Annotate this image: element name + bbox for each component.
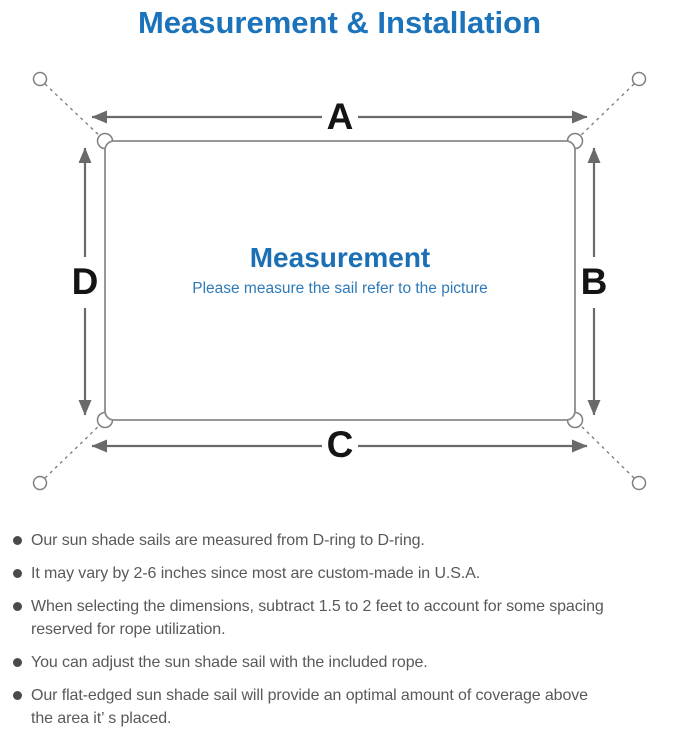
sail-outline [104, 140, 576, 421]
anchor-ring-bottom-left [32, 475, 48, 491]
bullet-icon [13, 536, 22, 545]
anchor-ring-bottom-right [631, 475, 647, 491]
page-header: Measurement & Installation [0, 0, 679, 60]
note-item: When selecting the dimensions, subtract … [12, 595, 671, 641]
dimension-label-b: B [581, 261, 608, 302]
rope-line-top-left [44, 83, 105, 141]
rope-line-bottom-right [575, 420, 635, 479]
anchor-ring-top-right [631, 71, 647, 87]
dimension-label-c: C [327, 424, 354, 465]
anchor-ring-top-left [32, 71, 48, 87]
bullet-icon [13, 658, 22, 667]
measurement-diagram: A B C D Measurement Please measure the s… [32, 71, 647, 491]
note-item: Our flat-edged sun shade sail will provi… [12, 684, 671, 730]
notes-list: Our sun shade sails are measured from D-… [0, 529, 679, 730]
diagram-subtitle: Please measure the sail refer to the pic… [192, 280, 488, 297]
rope-line-top-right [575, 83, 635, 141]
note-text: It may vary by 2-6 inches since most are… [31, 565, 481, 582]
diagram-title: Measurement [250, 242, 431, 273]
note-item: You can adjust the sun shade sail with t… [12, 651, 671, 674]
note-text: When selecting the dimensions, subtract … [31, 598, 604, 638]
note-text: Our sun shade sails are measured from D-… [31, 532, 425, 549]
note-item: Our sun shade sails are measured from D-… [12, 529, 671, 552]
note-text: You can adjust the sun shade sail with t… [31, 654, 428, 671]
bullet-icon [13, 569, 22, 578]
bullet-icon [13, 602, 22, 611]
dimension-label-a: A [327, 96, 354, 137]
note-text: Our flat-edged sun shade sail will provi… [31, 687, 588, 727]
page-title: Measurement & Installation [137, 5, 542, 40]
note-item: It may vary by 2-6 inches since most are… [12, 562, 671, 585]
bullet-icon [13, 691, 22, 700]
rope-line-bottom-left [44, 420, 105, 479]
dimension-label-d: D [72, 261, 99, 302]
